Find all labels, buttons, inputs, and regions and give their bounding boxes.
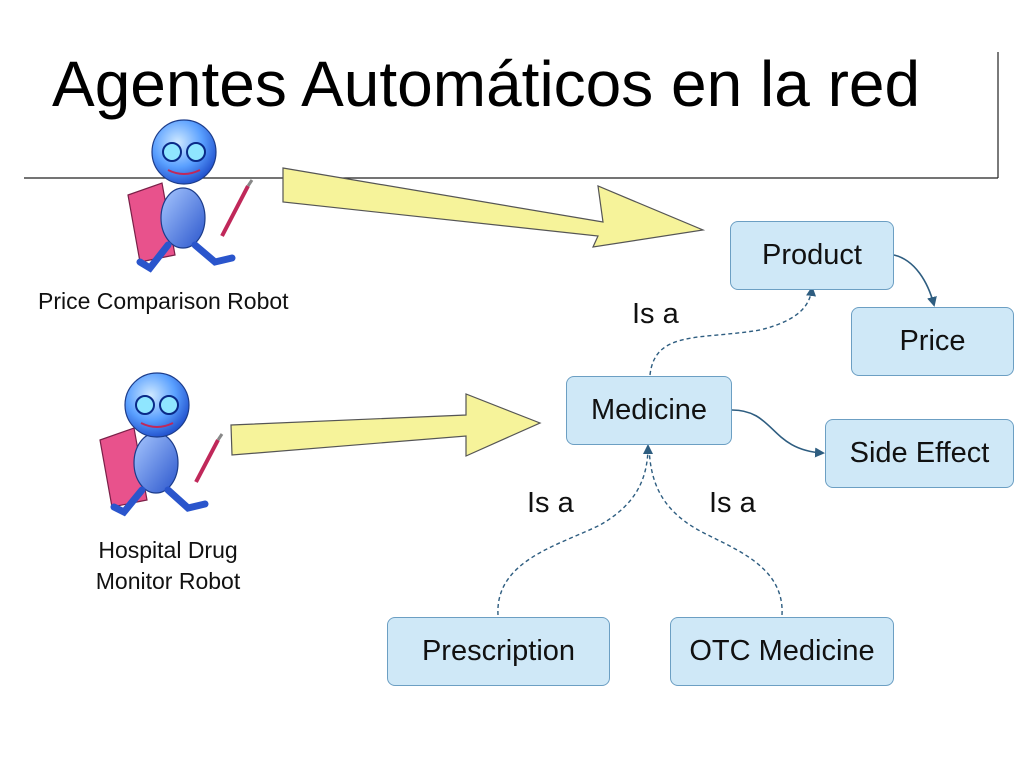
slide-title: Agentes Automáticos en la red	[52, 48, 921, 120]
hospital-robot-figure	[99, 372, 224, 517]
price-robot-figure	[127, 119, 254, 273]
node-medicine: Medicine	[566, 376, 732, 445]
edge-label-medicine-product: Is a	[632, 298, 679, 330]
hospital-robot-label: Hospital Drug Monitor Robot	[78, 535, 258, 597]
node-side-effect: Side Effect	[825, 419, 1014, 488]
node-otc-medicine: OTC Medicine	[670, 617, 894, 686]
price-robot-label: Price Comparison Robot	[38, 288, 289, 314]
edge-medicine-side-effect	[731, 409, 825, 458]
node-price: Price	[851, 307, 1014, 376]
price-robot-block-arrow	[282, 167, 706, 248]
hospital-robot-label-line1: Hospital Drug	[98, 537, 238, 563]
node-prescription: Prescription	[387, 617, 610, 686]
node-product: Product	[730, 221, 894, 290]
hospital-robot-label-line2: Monitor Robot	[95, 568, 241, 595]
edge-prescription-medicine	[497, 444, 653, 616]
edge-otc-medicine	[648, 445, 783, 616]
edge-label-prescription-medicine: Is a	[527, 487, 574, 519]
edge-medicine-product	[649, 286, 817, 376]
edge-label-otc-medicine: Is a	[709, 487, 756, 519]
hospital-robot-block-arrow	[230, 393, 542, 457]
edge-product-price	[893, 254, 937, 307]
